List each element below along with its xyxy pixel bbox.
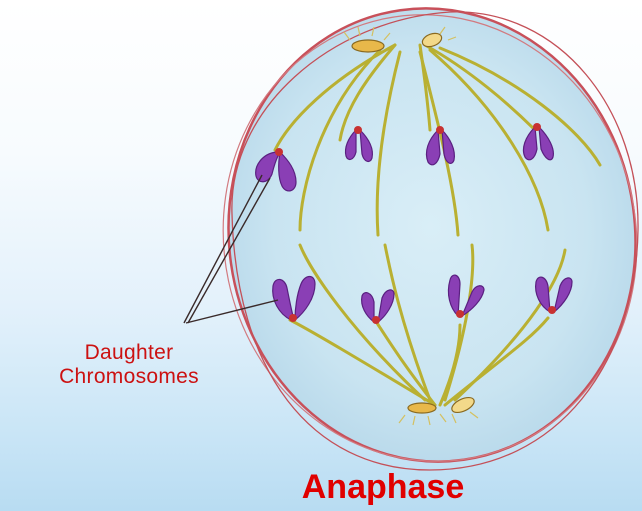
cell <box>182 0 642 500</box>
cell-body <box>199 0 642 488</box>
label-line-chromosomes: Chromosomes <box>18 365 240 389</box>
daughter-chromosomes-label: Daughter Chromosomes <box>18 341 240 389</box>
diagram-title: Anaphase <box>258 467 508 507</box>
label-line-daughter: Daughter <box>18 341 240 365</box>
